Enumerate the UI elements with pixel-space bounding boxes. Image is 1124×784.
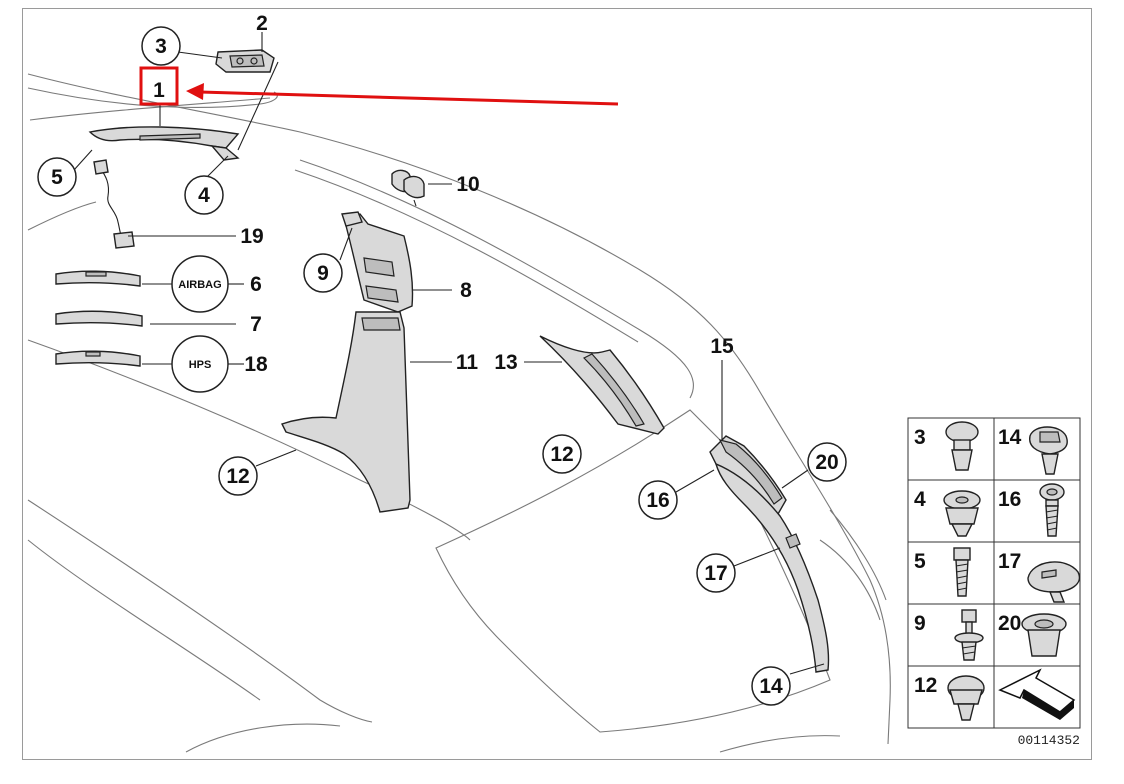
fastener-legend: 3 14 4 16 5 17 9 20 12	[907, 417, 1081, 729]
highlight-callout-1	[139, 66, 619, 106]
callout-12a: 12	[226, 465, 249, 488]
callout-4-circle	[184, 175, 224, 215]
callout-14-circle	[751, 666, 791, 706]
screw-16-icon	[1039, 483, 1065, 537]
callout-2: 2	[256, 12, 268, 35]
screw-9-icon	[954, 609, 984, 661]
pillar-upper-part-8	[341, 211, 414, 313]
cap-17-icon	[1027, 561, 1081, 603]
airbag-badge: AIRBAG	[178, 279, 221, 291]
clip-12-icon	[947, 675, 985, 721]
pillar-c-part-13	[539, 335, 665, 435]
leader-lines	[73, 32, 825, 675]
callout-20-circle	[807, 442, 847, 482]
legend-cell-20: 20	[998, 612, 1021, 635]
callout-9: 9	[317, 262, 329, 285]
legend-cell-17: 17	[998, 550, 1021, 573]
callout-16: 16	[646, 489, 669, 512]
callout-17: 17	[704, 562, 727, 585]
clip-3-icon	[945, 421, 979, 471]
callout-9-circle	[303, 253, 343, 293]
callout-14: 14	[759, 675, 783, 698]
clip-part-2-3	[215, 49, 275, 73]
callout-6: 6	[250, 273, 262, 296]
callout-1: 1	[153, 79, 165, 102]
callout-5: 5	[51, 166, 63, 189]
hps-badge: HPS	[189, 359, 212, 371]
callout-15: 15	[710, 335, 734, 358]
callout-19: 19	[240, 225, 263, 248]
trim-strips	[55, 270, 143, 367]
callout-5-circle	[37, 157, 77, 197]
clips-part-10	[391, 169, 425, 207]
clip-4-icon	[943, 490, 981, 537]
callout-labels: 1 2 3 4 5 AIRBAG 6 7 HPS 18 19 9 8 10 11…	[37, 12, 847, 706]
legend-cell-14: 14	[998, 426, 1022, 449]
legend-cell-16: 16	[998, 488, 1021, 511]
callout-10: 10	[456, 173, 479, 196]
grommet-20-icon	[1021, 613, 1067, 657]
legend-cell-5: 5	[914, 550, 926, 573]
car-body-outline	[27, 73, 891, 753]
screw-5-icon	[953, 547, 971, 597]
callout-3-circle	[141, 26, 181, 66]
callout-4: 4	[198, 184, 210, 207]
hps-badge-circle	[171, 335, 229, 393]
callout-3: 3	[155, 35, 167, 58]
doc-number: 00114352	[1018, 733, 1080, 748]
pillar-lower-part-11	[281, 311, 411, 513]
cable-part-19	[93, 159, 135, 249]
callout-11: 11	[456, 351, 479, 374]
legend-cell-12: 12	[914, 674, 937, 697]
callout-18: 18	[244, 353, 268, 376]
callout-12b-circle	[542, 434, 582, 474]
direction-arrow-icon	[998, 668, 1076, 720]
rear-trim-part-15-17	[709, 435, 830, 673]
legend-cell-4: 4	[914, 488, 926, 511]
airbag-badge-circle	[171, 255, 229, 313]
clip-14-icon	[1029, 426, 1068, 475]
callout-17-circle	[696, 553, 736, 593]
callout-8: 8	[460, 279, 472, 302]
headliner-trim-part	[88, 126, 240, 161]
callout-13: 13	[494, 351, 517, 374]
callout-7: 7	[250, 313, 262, 336]
callout-20: 20	[815, 451, 838, 474]
callout-16-circle	[638, 480, 678, 520]
legend-cell-3: 3	[914, 426, 926, 449]
callout-12b: 12	[550, 443, 573, 466]
callout-12a-circle	[218, 456, 258, 496]
legend-cell-9: 9	[914, 612, 926, 635]
